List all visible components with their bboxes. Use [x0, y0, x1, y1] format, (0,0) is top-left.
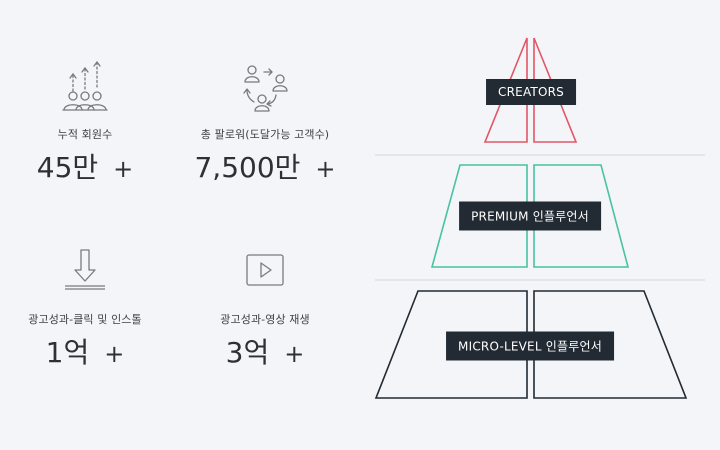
users-growth-icon	[62, 60, 108, 111]
stat-number: 7,500만	[194, 151, 301, 184]
stat-value: 3억 +	[180, 336, 350, 371]
premium-tier-shape	[430, 164, 630, 268]
stat-total-followers: 총 팔로워(도달가능 고객수) 7,500만 +	[180, 55, 350, 186]
influencer-pyramid: CREATORS PREMIUM 인플루언서 MICRO-LEVEL 인플루언서	[360, 0, 720, 450]
stat-plus: +	[315, 155, 336, 183]
tier-label-premium: PREMIUM 인플루언서	[459, 201, 601, 231]
stats-panel: 누적 회원수 45만+ 총 팔로워(도달가능 고객수) 7,	[0, 55, 350, 371]
stat-number: 45만	[36, 151, 99, 184]
download-icon	[65, 249, 105, 290]
stat-value: 1억 +	[0, 336, 170, 371]
tier-label-creators: CREATORS	[486, 79, 576, 105]
stat-label: 광고성과-영상 재생	[220, 313, 310, 326]
stat-value: 7,500만 +	[180, 151, 350, 186]
stat-plus: +	[113, 155, 134, 183]
stat-plus: +	[104, 340, 125, 368]
stat-video-plays: 광고성과-영상 재생 3억 +	[180, 240, 350, 371]
micro-tier-shape	[374, 290, 688, 399]
pyramid-drawing	[374, 37, 705, 399]
stat-plus: +	[284, 340, 305, 368]
stat-value: 45만 +	[0, 151, 170, 186]
stat-number: 3억	[225, 336, 270, 369]
stat-total-members: 누적 회원수 45만 +	[0, 55, 170, 186]
stat-label: 누적 회원수	[57, 128, 113, 141]
tier-label-micro: MICRO-LEVEL 인플루언서	[446, 331, 614, 361]
stat-label: 총 팔로워(도달가능 고객수)	[200, 128, 330, 141]
stat-number: 1억	[45, 336, 90, 369]
video-play-icon	[246, 254, 284, 286]
people-network-icon	[243, 65, 288, 112]
stat-label: 광고성과-클릭 및 인스톨	[28, 313, 142, 326]
stat-ad-clicks: 광고성과-클릭 및 인스톨 1억 +	[0, 240, 170, 371]
